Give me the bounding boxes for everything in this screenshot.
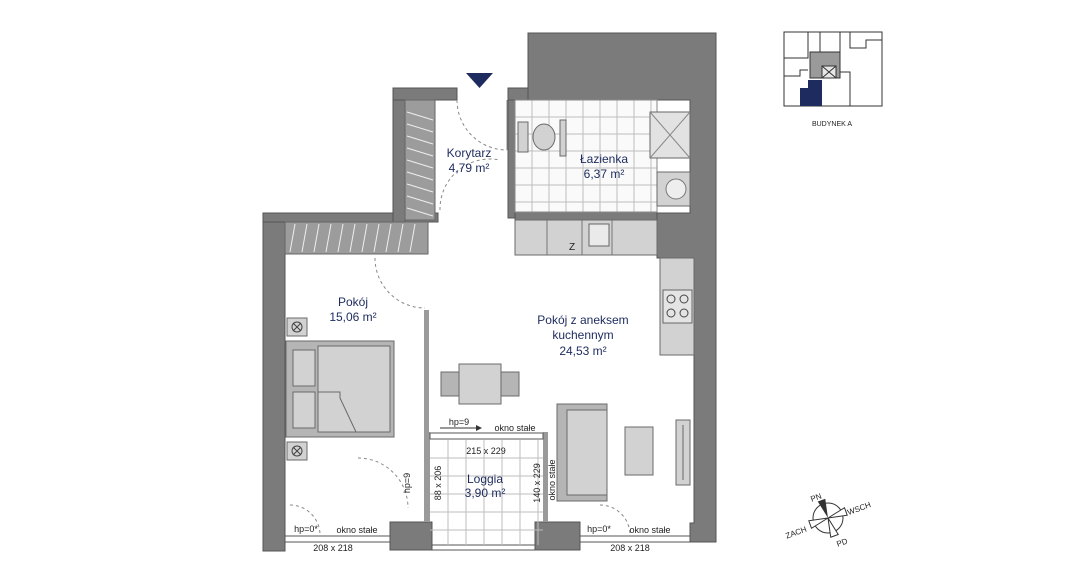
cooktop-icon bbox=[662, 289, 693, 324]
wall-top-bath bbox=[507, 87, 529, 101]
toilet-tank bbox=[517, 121, 529, 153]
key-plan: BUDYNEK A bbox=[783, 31, 883, 128]
wardrobe-vertical bbox=[404, 99, 436, 221]
dining-table bbox=[458, 363, 502, 405]
loggia-railing bbox=[431, 544, 536, 551]
compass-needle-south-icon bbox=[827, 517, 840, 538]
bedroom-furniture bbox=[285, 317, 395, 461]
window-annotations: hp=9 okno stałe 215 x 229 88 x 206 140 x… bbox=[294, 417, 670, 553]
okno-stale-right-vertical: okno stałe bbox=[547, 459, 557, 500]
wardrobe-horizontal bbox=[284, 221, 429, 255]
window-loggia-door bbox=[429, 432, 544, 440]
room-name-salon-2: kuchennym bbox=[552, 328, 613, 342]
hp0-left: hp=0* bbox=[294, 524, 318, 534]
pillow-top bbox=[292, 349, 316, 387]
bathroom-tiles bbox=[514, 99, 658, 213]
room-name-loggia: Loggia bbox=[467, 472, 503, 486]
loggia-door-swing bbox=[357, 457, 409, 509]
doors bbox=[289, 99, 631, 536]
wall-top-corridor bbox=[392, 87, 458, 101]
walls bbox=[262, 32, 717, 552]
hp9-vertical: hp=9 bbox=[402, 473, 412, 493]
dim-88x206: 88 x 206 bbox=[433, 466, 443, 501]
wall-loggia-right bbox=[543, 432, 548, 522]
compass-e: WSCH bbox=[846, 500, 872, 517]
dim-140x229: 140 x 229 bbox=[532, 463, 542, 503]
hp0-right: hp=0* bbox=[587, 524, 611, 534]
kitchen: Z bbox=[514, 219, 695, 356]
coffee-table bbox=[624, 426, 654, 476]
compass-n: PN bbox=[809, 491, 823, 503]
compass-w: ZACH bbox=[784, 525, 808, 541]
okno-stale-right: okno stałe bbox=[629, 525, 670, 535]
okno-stale-loggia: okno stałe bbox=[494, 423, 535, 433]
hp9-top: hp=9 bbox=[449, 417, 469, 427]
window-swing-left bbox=[289, 504, 321, 536]
wardrobe-corridor bbox=[404, 99, 436, 221]
entrance-arrow-icon bbox=[466, 73, 493, 88]
room-name-pokoj: Pokój bbox=[338, 295, 368, 309]
wall-bottom-left-stub bbox=[389, 521, 433, 551]
wall-inner-partition bbox=[424, 310, 429, 432]
chair-left bbox=[440, 371, 460, 397]
window-pokoj bbox=[284, 535, 391, 543]
room-name-lazienka: Łazienka bbox=[580, 152, 628, 166]
pillow-bottom bbox=[292, 391, 316, 429]
kitchen-counter bbox=[514, 219, 658, 256]
wall-bath-bottom bbox=[514, 211, 658, 221]
wall-corridor-left bbox=[392, 87, 406, 223]
window-salon bbox=[579, 535, 691, 543]
wall-bottom-right-stub bbox=[534, 521, 581, 551]
room-area-korytarz: 4,79 m² bbox=[449, 161, 490, 175]
okno-stale-left: okno stałe bbox=[336, 525, 377, 535]
window-swing-right bbox=[599, 504, 631, 536]
compass: PN PD WSCH ZACH bbox=[784, 491, 872, 548]
wardrobe-pokoj bbox=[284, 221, 429, 255]
room-area-salon: 24,53 m² bbox=[559, 344, 606, 358]
windows bbox=[284, 432, 691, 551]
compass-circle bbox=[812, 502, 844, 534]
entrance-door-swing bbox=[456, 99, 508, 151]
wall-bath-partition bbox=[507, 99, 516, 219]
compass-needle-north-icon bbox=[817, 498, 828, 518]
bedroom-door-swing bbox=[374, 257, 426, 309]
room-area-pokoj: 15,06 m² bbox=[329, 310, 376, 324]
loggia-tiles bbox=[430, 440, 543, 545]
dim-208x218-left: 208 x 218 bbox=[313, 543, 353, 553]
room-labels: Korytarz 4,79 m² Łazienka 6,37 m² Pokój … bbox=[329, 146, 628, 500]
toilet-icon bbox=[532, 123, 556, 151]
room-name-salon-1: Pokój z aneksem bbox=[537, 313, 628, 327]
room-name-korytarz: Korytarz bbox=[447, 146, 492, 160]
bathroom-fixtures bbox=[517, 111, 691, 207]
sink-icon bbox=[588, 223, 610, 247]
room-area-lazienka: 6,37 m² bbox=[584, 167, 625, 181]
dim-208x218-right: 208 x 218 bbox=[610, 543, 650, 553]
dim-215x229: 215 x 229 bbox=[466, 446, 506, 456]
bathroom-door-swing bbox=[439, 158, 501, 211]
key-plan-building: BUDYNEK A bbox=[812, 121, 852, 128]
compass-s: PD bbox=[835, 536, 849, 548]
chair-right bbox=[500, 371, 520, 397]
room-area-loggia: 3,90 m² bbox=[465, 486, 506, 500]
key-plan-highlight bbox=[800, 80, 822, 106]
fridge-mark: Z bbox=[569, 242, 575, 253]
washbasin-icon bbox=[559, 119, 567, 157]
wall-loggia-left bbox=[424, 432, 430, 522]
living-furniture bbox=[440, 363, 691, 502]
wall-left bbox=[262, 212, 286, 552]
